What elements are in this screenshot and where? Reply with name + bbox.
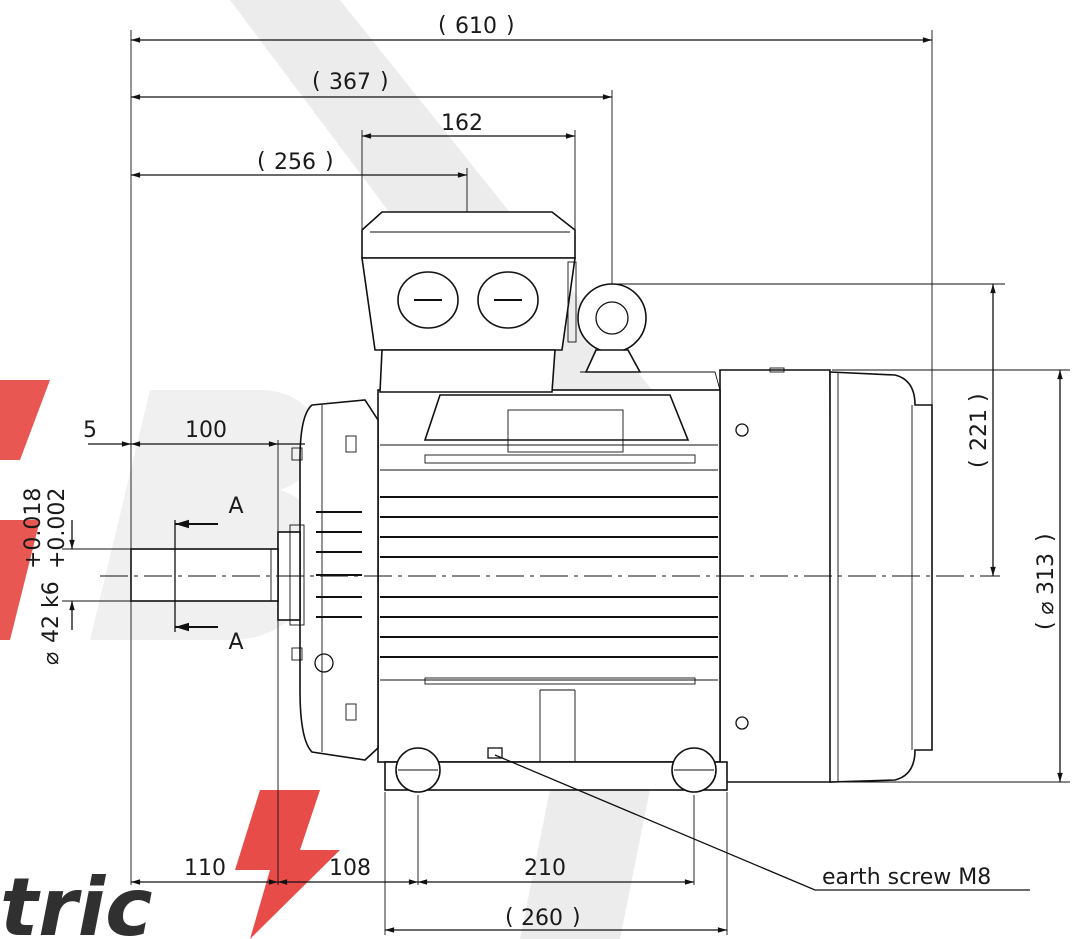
dim-to-terminal-box: 256 (274, 150, 316, 175)
watermark-red-shape (0, 380, 50, 460)
cowl-screw-icon (735, 423, 749, 437)
terminal-box (361, 257, 576, 351)
dim-paren-right: ) (325, 149, 334, 174)
shaft (130, 548, 279, 602)
dim-paren-left: ( (966, 459, 991, 468)
dim-paren-right: ) (1033, 533, 1058, 542)
earth-screw-icon (487, 747, 503, 759)
shaft-diameter-symbol: ⌀ (39, 652, 64, 665)
dim-paren-right: ) (380, 69, 389, 94)
dim-foot-offset: 108 (329, 856, 371, 881)
dim-flange-diameter: 313 (1034, 553, 1059, 595)
end-shield-ribs (316, 511, 362, 618)
dim-shaft-end: 110 (184, 856, 226, 881)
dim-paren-right: ) (572, 905, 581, 930)
shaft-diameter: 42 k6 (39, 581, 64, 643)
dim-shaft-length: 100 (185, 418, 227, 443)
terminal-box-lid (361, 211, 576, 259)
dim-foot-spacing: 210 (524, 856, 566, 881)
dim-foot-total: 260 (521, 906, 563, 931)
dim-paren-left: ( (438, 13, 447, 38)
cooling-fins (380, 496, 718, 658)
shaft-tolerance-lower: +0.002 (45, 488, 70, 569)
dim-terminal-box-width: 162 (441, 111, 483, 136)
watermark-red-bolt (235, 790, 340, 939)
dim-paren-right: ) (966, 393, 991, 402)
dim-shaft-height: 221 (967, 409, 992, 451)
end-shield (299, 399, 379, 761)
fan-cowl-end (829, 371, 933, 783)
dim-overall-length: 610 (455, 14, 497, 39)
earth-screw-label: earth screw M8 (822, 865, 991, 890)
section-label-bottom: A (228, 630, 243, 655)
eyebolt-icon (577, 283, 647, 353)
nameplate (423, 394, 690, 441)
dim-paren-left: ( (1033, 621, 1058, 630)
dim-paren-left: ( (257, 149, 266, 174)
motor-base (384, 761, 728, 791)
dim-paren-left: ( (505, 905, 514, 930)
dim-diameter-symbol: ⌀ (1034, 601, 1059, 614)
shaft-tolerance-upper: +0.018 (21, 488, 46, 569)
watermark-red-shape (0, 520, 40, 640)
cowl-screw-icon (735, 716, 749, 730)
dim-paren-right: ) (506, 13, 515, 38)
dim-shaft-offset: 5 (83, 418, 97, 443)
dimension-lines (62, 30, 1070, 935)
dimension-labels: ( 610 ) ( 367 ) 162 ( 256 ) 5 100 ( 221 … (21, 13, 1059, 931)
dim-paren-left: ( (312, 69, 321, 94)
watermark-text: tric (0, 861, 153, 939)
dim-to-eyebolt: 367 (329, 70, 371, 95)
section-label-top: A (228, 494, 243, 519)
